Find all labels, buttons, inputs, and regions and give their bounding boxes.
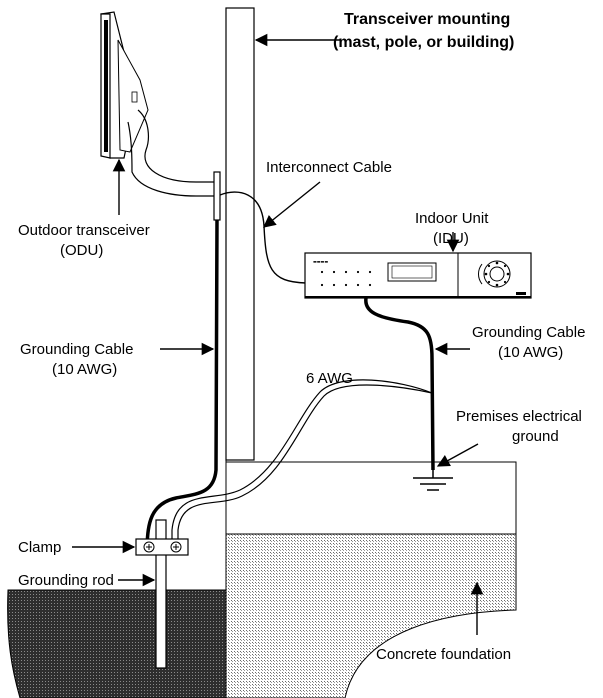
mast-bracket xyxy=(213,171,221,221)
odu-label-line2: (ODU) xyxy=(60,242,103,259)
concrete-label: Concrete foundation xyxy=(376,646,511,663)
premises-label-line1: Premises electrical xyxy=(456,408,582,425)
outdoor-transceiver xyxy=(100,11,214,197)
awg6-label: 6 AWG xyxy=(306,370,353,387)
mounting-label-line2: (mast, pole, or building) xyxy=(333,34,514,51)
grounding-rod-label: Grounding rod xyxy=(18,572,114,589)
foundation-slab xyxy=(225,461,517,535)
interconnect-arrow xyxy=(263,181,321,228)
idu-label-line1: Indoor Unit xyxy=(415,210,489,227)
grounding-right-label-line2: (10 AWG) xyxy=(498,344,563,361)
odu-grounding-cable xyxy=(145,219,219,547)
mounting-label-line1: Transceiver mounting xyxy=(344,11,510,28)
premises-label-line2: ground xyxy=(512,428,559,445)
odu-label-line1: Outdoor transceiver xyxy=(18,222,150,239)
indoor-unit: ▬▬▬▬ xyxy=(304,252,532,299)
awg6-cable xyxy=(171,379,433,546)
grounding-left-label-line2: (10 AWG) xyxy=(52,361,117,378)
grounding-rod xyxy=(155,519,167,669)
transceiver-mast xyxy=(225,7,255,461)
premises-ground-symbol xyxy=(413,470,453,491)
idu-grounding-cable xyxy=(364,297,435,471)
svg-text:▬▬▬▬: ▬▬▬▬ xyxy=(313,259,328,264)
concrete-foundation xyxy=(225,533,517,698)
idu-label-line2: (IDU) xyxy=(433,230,469,247)
grounding-left-label-line1: Grounding Cable xyxy=(20,341,133,358)
ground-clamp xyxy=(135,538,189,556)
interconnect-label: Interconnect Cable xyxy=(266,159,392,176)
earth-ground xyxy=(7,589,227,698)
clamp-label: Clamp xyxy=(18,539,61,556)
premises-arrow xyxy=(436,443,479,467)
grounding-right-label-line1: Grounding Cable xyxy=(472,324,585,341)
